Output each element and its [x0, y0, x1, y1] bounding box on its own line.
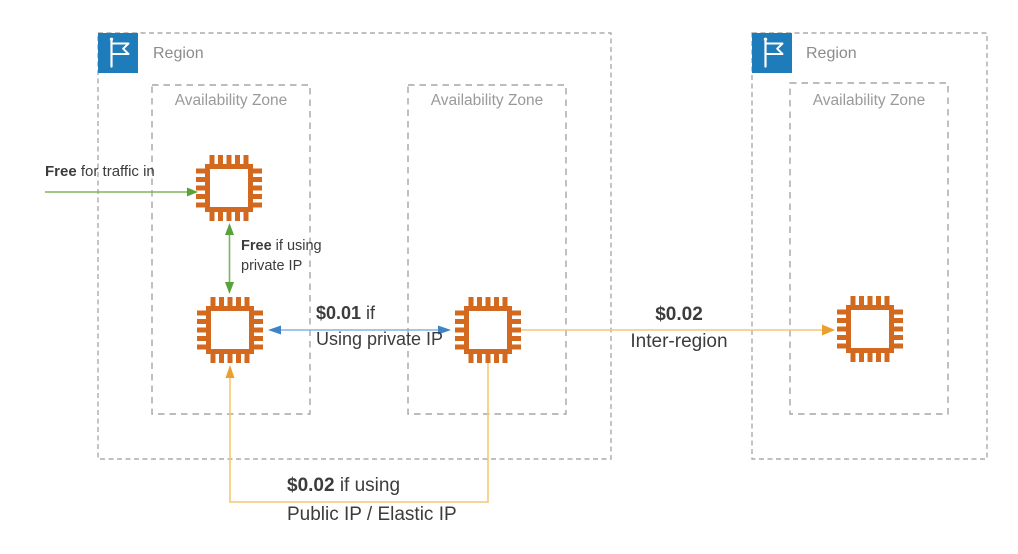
arrowhead-down — [225, 282, 234, 294]
label-bold-text: $0.01 — [316, 303, 362, 323]
az-box-3 — [789, 82, 949, 415]
label-line-text: private IP — [241, 258, 303, 274]
label-cross-az-line2: Using private IP — [316, 329, 443, 350]
az-label-1: Availability Zone — [174, 92, 288, 109]
ec2-instance-icon — [197, 297, 263, 363]
label-public-ip-line2: Public IP / Elastic IP — [287, 504, 457, 526]
label-bold-text: Free — [45, 163, 77, 180]
arrowhead-up — [225, 223, 234, 235]
arrowhead-public-ip — [225, 365, 235, 378]
label-line-text: Using private IP — [316, 329, 444, 349]
label-rest-text: if — [361, 303, 376, 323]
region-box-right — [751, 32, 988, 460]
region-box-left — [97, 32, 612, 460]
az-box-1 — [151, 84, 311, 415]
label-free-private-line1: Free if using — [241, 238, 322, 255]
label-line-text: Inter-region — [630, 331, 728, 352]
label-bold-text: $0.02 — [655, 304, 703, 325]
label-rest-text: for traffic in — [76, 163, 155, 180]
label-inter-region-line2: Inter-region — [609, 331, 749, 353]
label-inter-region-line1: $0.02 — [609, 304, 749, 326]
region-flag-icon — [98, 33, 138, 73]
arrowhead-right — [438, 325, 451, 335]
label-line-text: Public IP / Elastic IP — [287, 504, 457, 525]
label-free-traffic-in: Free for traffic in — [45, 163, 155, 180]
label-rest-text: if using — [271, 238, 322, 254]
label-rest-text: if using — [334, 475, 401, 496]
label-bold-text: Free — [241, 238, 272, 254]
arrowhead-left — [268, 325, 281, 335]
label-free-private-line2: private IP — [241, 258, 302, 275]
ec2-instance-icon — [837, 296, 903, 362]
arrowhead-inter-region — [822, 324, 835, 336]
region-label-right: Region — [806, 45, 857, 62]
region-flag-icon — [752, 33, 792, 73]
label-bold-text: $0.02 — [287, 475, 335, 496]
az-label-3: Availability Zone — [812, 92, 926, 109]
az-box-2 — [407, 84, 567, 415]
label-cross-az-line1: $0.01 if — [316, 303, 375, 324]
arrowhead-traffic-in — [187, 187, 198, 197]
label-public-ip-line1: $0.02 if using — [287, 475, 400, 497]
ec2-instance-icon — [196, 155, 262, 221]
az-label-2: Availability Zone — [430, 92, 544, 109]
ec2-instance-icon — [455, 297, 521, 363]
arrow-public-ip-path — [229, 363, 489, 503]
region-label-left: Region — [153, 45, 204, 62]
